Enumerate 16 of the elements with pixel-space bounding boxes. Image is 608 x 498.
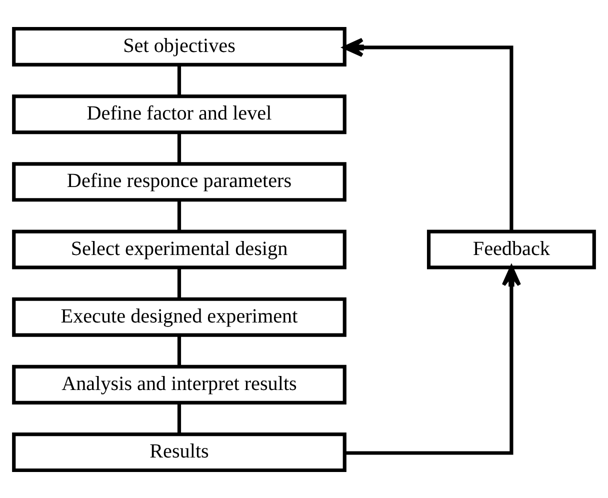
node-box: Define factor and level [12, 94, 346, 134]
node-box: Execute designed experiment [12, 296, 346, 336]
connector [177, 64, 182, 96]
node-box: Feedback [426, 229, 596, 269]
node-box: Analysis and interpret results [12, 364, 346, 404]
node-box: Define responce parameters [12, 162, 346, 202]
arrow [344, 265, 521, 454]
connector [177, 200, 182, 232]
connector [177, 402, 182, 434]
node-box: Set objectives [12, 26, 346, 66]
node-box: Select experimental design [12, 229, 346, 269]
connector [177, 267, 182, 299]
arrow [343, 37, 514, 230]
connector [177, 335, 182, 366]
connector [177, 132, 182, 164]
node-box: Results [12, 432, 346, 472]
